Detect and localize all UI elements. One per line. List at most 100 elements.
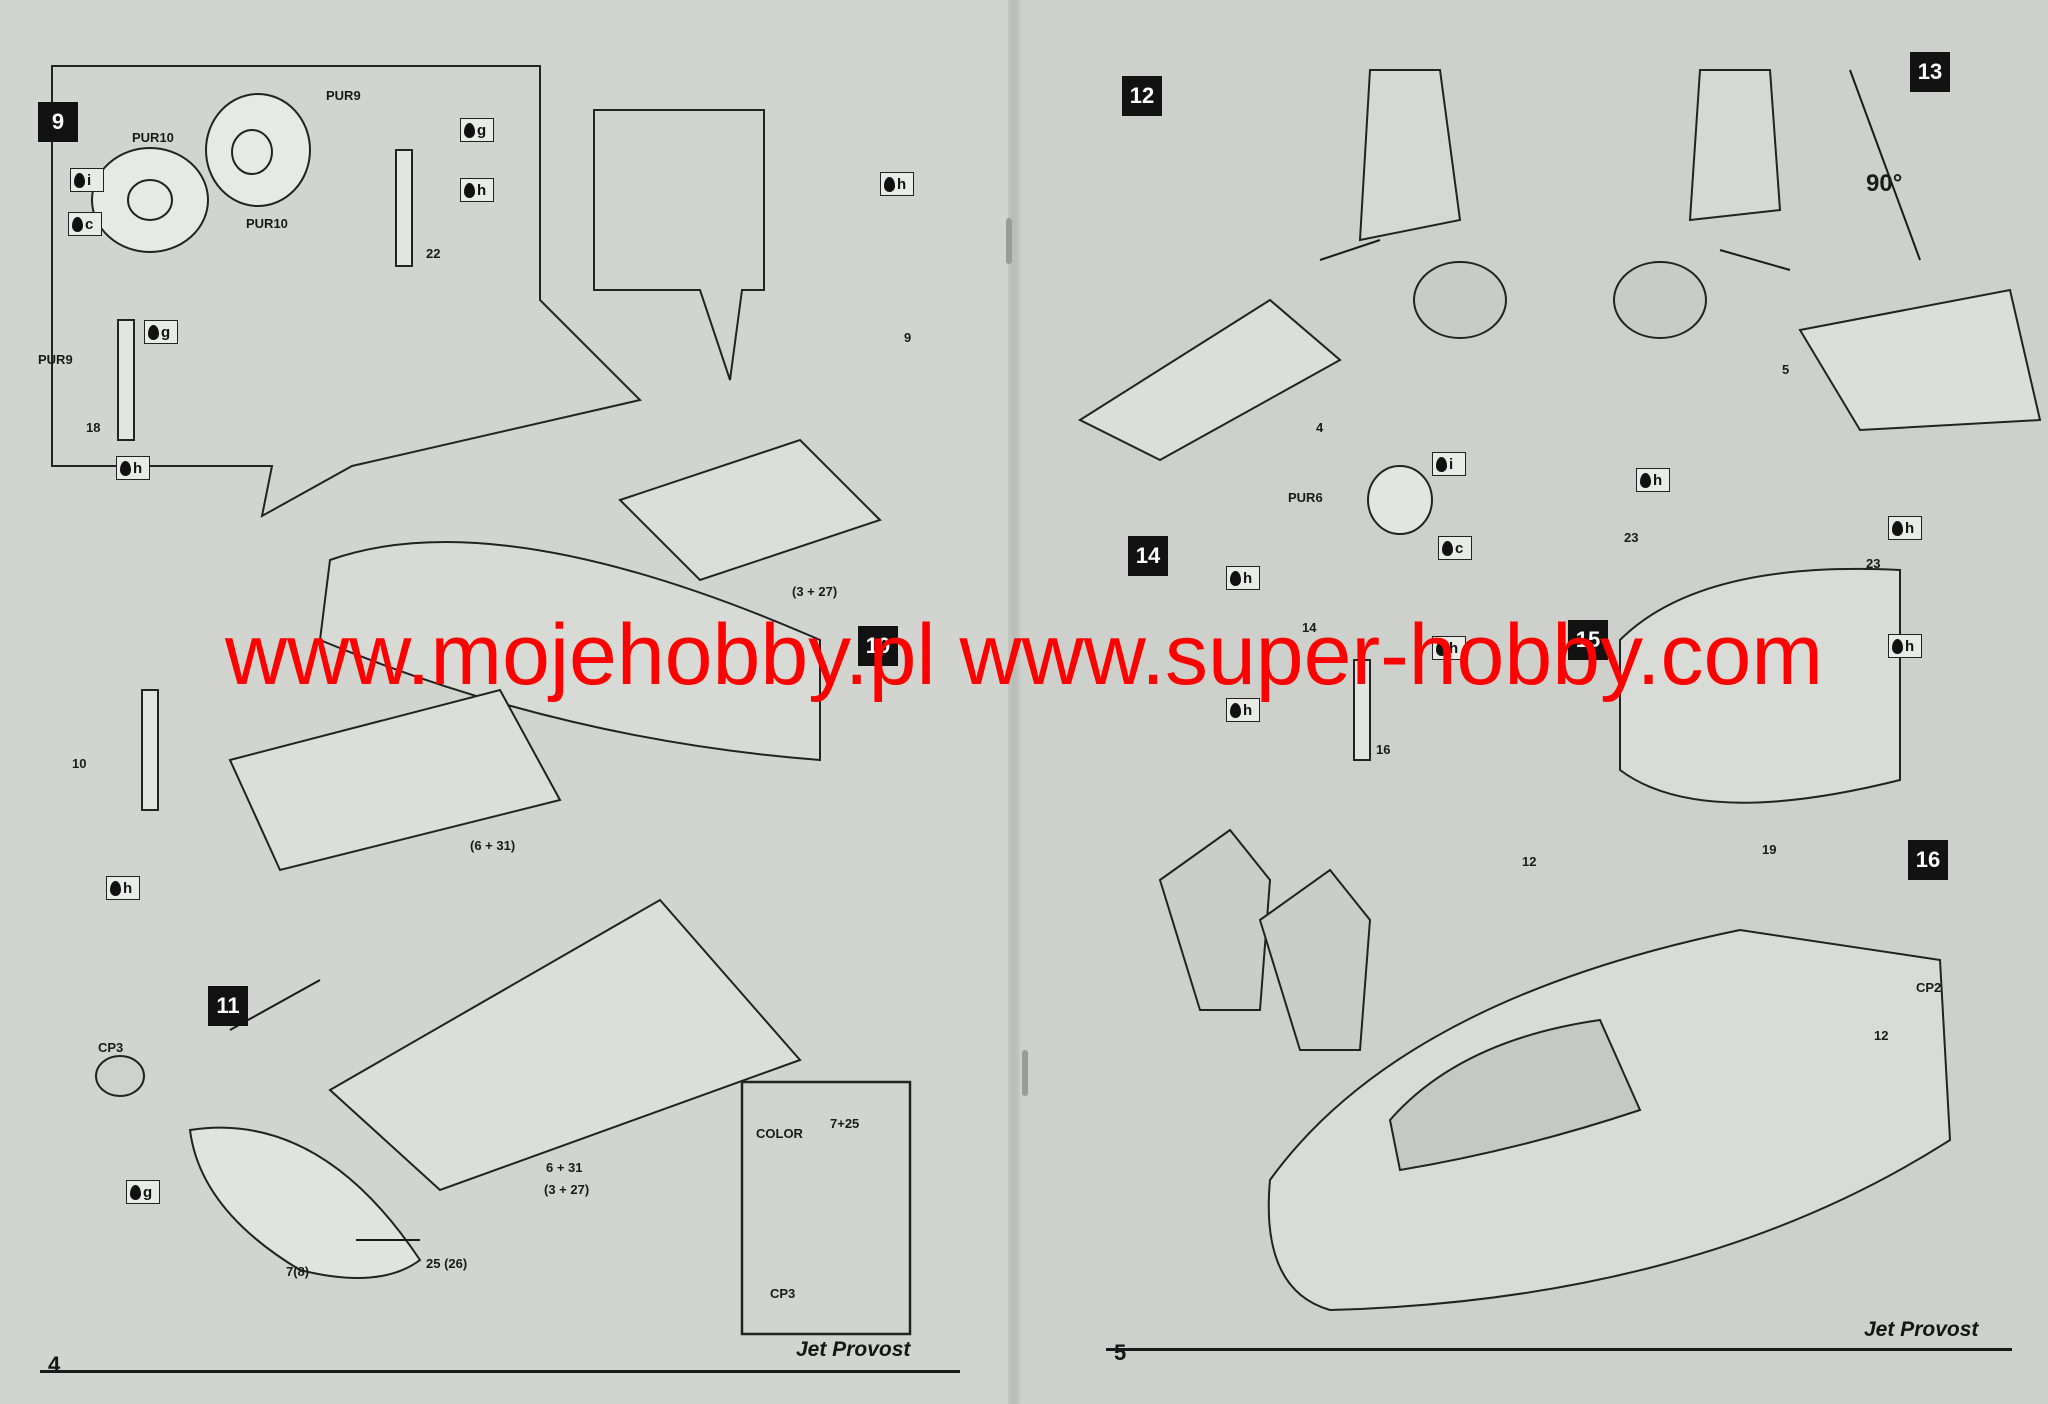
label-25-26: 25 (26) <box>426 1256 468 1271</box>
paint-chip-h: h <box>460 178 494 202</box>
paint-chip-h: h <box>1432 636 1466 660</box>
paint-drop-icon <box>1230 570 1241 586</box>
paint-chip-h: h <box>880 172 914 196</box>
label-pur10-b: PUR10 <box>246 216 288 231</box>
label-16: 16 <box>1376 742 1391 757</box>
step-9-badge: 9 <box>38 102 78 142</box>
paint-drop-icon <box>1640 472 1651 488</box>
label-pur10-a: PUR10 <box>132 130 174 145</box>
paint-chip-c: c <box>68 212 102 236</box>
paint-drop-icon <box>884 176 895 192</box>
tip-tank <box>188 1126 422 1279</box>
canopy-16 <box>1388 1018 1642 1172</box>
gear-leg-22 <box>395 149 413 267</box>
paint-chip-i: i <box>1432 452 1466 476</box>
nose-wheel-14 <box>1367 465 1433 535</box>
paint-chip-g: g <box>126 1180 160 1204</box>
left-footer-rule <box>40 1370 960 1373</box>
step-11-badge: 11 <box>208 986 248 1026</box>
tailplane-left <box>1077 298 1342 462</box>
paint-chip-g: g <box>144 320 178 344</box>
paint-chip-h: h <box>106 876 140 900</box>
paint-drop-icon <box>1892 638 1903 654</box>
paint-drop-icon <box>1436 640 1447 656</box>
paint-drop-icon <box>110 880 121 896</box>
tail-fin-left <box>1358 69 1462 242</box>
label-cp2: CP2 <box>1916 980 1942 995</box>
label-14: 14 <box>1302 620 1317 635</box>
paint-chip-h: h <box>1226 566 1260 590</box>
label-6-31-b: 6 + 31 <box>546 1160 583 1175</box>
paint-chip-c: c <box>1438 536 1472 560</box>
right-footer-rule <box>1106 1348 2012 1351</box>
label-9: 9 <box>904 330 912 345</box>
paint-drop-icon <box>148 324 159 340</box>
label-18: 18 <box>86 420 101 435</box>
label-19: 19 <box>1762 842 1777 857</box>
paint-chip-h: h <box>116 456 150 480</box>
label-pur6: PUR6 <box>1288 490 1323 505</box>
jet-exhaust-left <box>1413 261 1507 339</box>
tail-fin-right <box>1688 69 1782 222</box>
paint-chip-h: h <box>1888 516 1922 540</box>
paint-drop-icon <box>1892 520 1903 536</box>
label-22: 22 <box>426 246 441 261</box>
paint-drop-icon <box>464 182 475 198</box>
label-12-a: 12 <box>1522 854 1537 869</box>
label-3-27-b: (3 + 27) <box>544 1182 590 1197</box>
ejection-seat-1 <box>1158 828 1272 1011</box>
label-12-b: 12 <box>1874 1028 1889 1043</box>
callout-bubble <box>593 109 765 381</box>
paint-chip-i: i <box>70 168 104 192</box>
label-23-b: 23 <box>1866 556 1881 571</box>
paint-drop-icon <box>1442 540 1453 556</box>
paint-chip-h: h <box>1636 468 1670 492</box>
legend-color-label: COLOR <box>756 1126 803 1141</box>
wing-panel-top <box>618 438 882 582</box>
legend-frame <box>740 1080 912 1336</box>
right-footer-title: Jet Provost <box>1864 1318 1979 1341</box>
step-10-badge: 10 <box>858 626 898 666</box>
wing-panel-low <box>328 898 802 1192</box>
paint-drop-icon <box>72 216 83 232</box>
left-footer-title: Jet Provost <box>796 1338 911 1361</box>
paint-drop-icon <box>464 122 475 138</box>
label-7-8: 7(8) <box>286 1264 310 1279</box>
left-page-number: 4 <box>48 1352 61 1377</box>
page-gutter <box>1008 0 1020 1404</box>
main-wheel-left <box>91 93 311 253</box>
label-4: 4 <box>1316 420 1324 435</box>
jet-exhaust-right <box>1613 261 1707 339</box>
label-cp3-a: CP3 <box>98 1040 124 1055</box>
ejection-seat-2 <box>1258 868 1372 1051</box>
step-16-badge: 16 <box>1908 840 1948 880</box>
label-23-a: 23 <box>1624 530 1639 545</box>
tailplane-right <box>1798 288 2042 432</box>
step-12-badge: 12 <box>1122 76 1162 116</box>
paint-drop-icon <box>130 1184 141 1200</box>
label-3-27: (3 + 27) <box>792 584 838 599</box>
label-10: 10 <box>72 756 87 771</box>
staple-bottom <box>1022 1050 1028 1096</box>
paint-chip-h: h <box>1226 698 1260 722</box>
step-13-badge: 13 <box>1910 52 1950 92</box>
right-page-number: 5 <box>1114 1340 1127 1365</box>
paint-drop-icon <box>1436 456 1447 472</box>
gear-leg-18 <box>117 319 135 441</box>
nose-section-15 <box>1619 567 1901 804</box>
label-6-31: (6 + 31) <box>470 838 516 853</box>
legend-cp3-label: CP3 <box>770 1286 796 1301</box>
paint-drop-icon <box>1230 702 1241 718</box>
step-14-badge: 14 <box>1128 536 1168 576</box>
paint-drop-icon <box>74 172 85 188</box>
step-15-badge: 15 <box>1568 620 1608 660</box>
wing-panel-mid <box>228 688 562 872</box>
legend-7-25-label: 7+25 <box>830 1116 860 1131</box>
staple-top <box>1006 218 1012 264</box>
watermark-text: www.mojehobby.pl www.super-hobby.com <box>224 607 1824 703</box>
nose-cap-cp3 <box>95 1055 145 1097</box>
callout-frame-9 <box>51 65 642 518</box>
label-5: 5 <box>1782 362 1790 377</box>
gear-leg-16 <box>1353 659 1371 761</box>
